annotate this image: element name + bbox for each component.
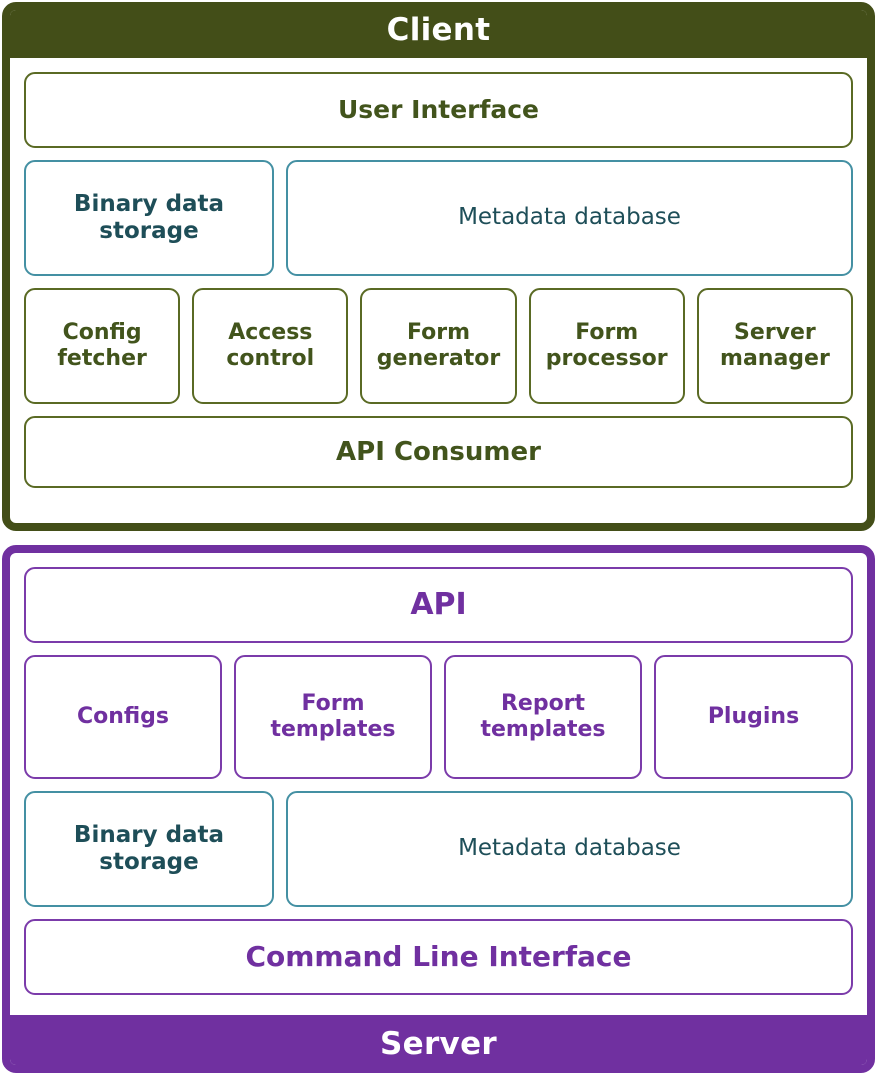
server-panel: API Configs Form templates Rep	[2, 545, 875, 1073]
client-component-form-generator[interactable]: Form generator	[360, 288, 517, 404]
line-1: Form	[575, 320, 639, 346]
server-binary-data-storage-label: Binary data storage	[74, 822, 224, 876]
server-api-box[interactable]: API	[24, 567, 853, 643]
asset-label: Plugins	[708, 704, 799, 730]
line-1: Binary data	[73, 821, 225, 848]
server-command-line-interface-box[interactable]: Command Line Interface	[24, 919, 853, 995]
server-binary-data-storage-box[interactable]: Binary data storage	[24, 791, 274, 907]
line-1: Access	[228, 320, 313, 346]
server-api-row: API	[24, 567, 853, 643]
server-asset-report-templates[interactable]: Report templates	[444, 655, 642, 779]
component-label: Form processor	[546, 320, 668, 372]
line-1: Form	[301, 691, 365, 717]
client-component-server-manager[interactable]: Server manager	[696, 288, 854, 404]
server-asset-plugins[interactable]: Plugins	[654, 655, 853, 779]
line-2: manager	[720, 346, 830, 371]
client-ui-row: User Interface	[24, 72, 853, 148]
line-1: Plugins	[707, 704, 800, 730]
line-2: templates	[270, 717, 396, 742]
client-user-interface-box[interactable]: User Interface	[24, 72, 853, 148]
server-asset-form-templates[interactable]: Form templates	[234, 655, 432, 779]
line-2: storage	[99, 849, 199, 875]
client-metadata-database-box[interactable]: Metadata database	[286, 160, 853, 276]
server-assets-row: Configs Form templates Report templates	[24, 655, 853, 779]
server-title-band: Server	[10, 1015, 867, 1065]
component-label: Server manager	[720, 320, 830, 372]
server-cli-row: Command Line Interface	[24, 919, 853, 995]
component-label: Access control	[226, 320, 314, 372]
client-component-form-processor[interactable]: Form processor	[528, 288, 685, 404]
server-metadata-database-box[interactable]: Metadata database	[286, 791, 853, 907]
line-2: control	[226, 346, 315, 371]
client-api-consumer-row: API Consumer	[24, 416, 853, 488]
line-1: Binary data	[73, 190, 225, 217]
asset-label: Form templates	[270, 691, 395, 743]
component-label: Config fetcher	[57, 320, 146, 372]
component-label: Form generator	[377, 320, 500, 372]
client-title-band: Client	[10, 10, 867, 58]
server-asset-configs[interactable]: Configs	[24, 655, 222, 779]
line-1: Form	[406, 320, 471, 346]
client-storage-row: Binary data storage Metadata database	[24, 160, 853, 276]
server-stack: API Configs Form templates Rep	[10, 553, 867, 1015]
client-binary-data-storage-box[interactable]: Binary data storage	[24, 160, 274, 276]
line-2: fetcher	[57, 346, 147, 371]
client-component-config-fetcher[interactable]: Config fetcher	[24, 288, 181, 404]
client-component-access-control[interactable]: Access control	[192, 288, 349, 404]
client-stack: User Interface Binary data storage Metad…	[10, 58, 867, 523]
asset-label: Configs	[77, 704, 169, 730]
server-storage-row: Binary data storage Metadata database	[24, 791, 853, 907]
client-components-row: Config fetcher Access control Form gener…	[24, 288, 854, 404]
client-binary-data-storage-label: Binary data storage	[74, 191, 224, 245]
asset-label: Report templates	[480, 691, 605, 743]
line-2: storage	[99, 218, 199, 244]
line-2: templates	[480, 717, 606, 742]
line-1: Config	[62, 320, 142, 346]
line-1: Server	[734, 320, 816, 346]
line-1: Configs	[76, 704, 170, 730]
client-api-consumer-box[interactable]: API Consumer	[24, 416, 853, 488]
client-panel: Client User Interface Binary data storag…	[2, 2, 875, 531]
line-2: generator	[376, 346, 501, 371]
line-2: processor	[545, 346, 668, 371]
line-1: Report	[500, 691, 586, 717]
